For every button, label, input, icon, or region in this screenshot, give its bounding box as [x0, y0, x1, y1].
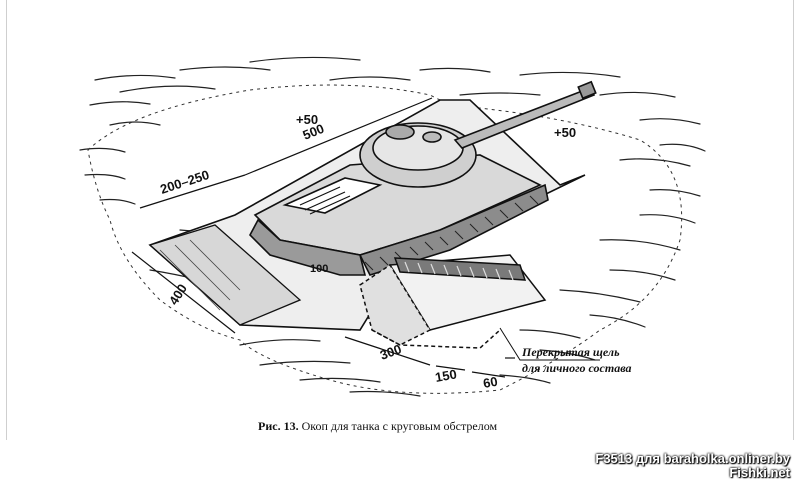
dim-plus-left: +50 [296, 112, 318, 127]
annotation-line2: для личного состава [522, 361, 631, 375]
annotation-line1: Перекрытая щель [521, 345, 620, 359]
watermark-line1: F3513 для baraholka.onliner.by [595, 451, 790, 466]
tank-cupola [385, 124, 415, 140]
watermark: F3513 для baraholka.onliner.by Fishki.ne… [595, 452, 790, 480]
tank-engine-deck [282, 177, 383, 214]
dim-slot-width: 60 [482, 374, 499, 391]
watermark-line2: Fishki.net [729, 465, 790, 480]
personnel-slot [359, 254, 547, 349]
caption-number: Рис. 13. [258, 419, 299, 433]
tank [249, 80, 597, 276]
dim-slot-length: 300 [378, 341, 404, 363]
tank-gun-barrel [453, 87, 596, 149]
dim-depth-side: 400 [166, 281, 190, 307]
dimension-lines [131, 97, 515, 378]
annotation-leader [499, 327, 600, 361]
dim-width-top: 200–250 [158, 167, 211, 197]
terrain-hatching [79, 56, 706, 397]
left-border [6, 0, 7, 440]
tank-track-left [249, 218, 367, 276]
dim-slot-depth: 150 [434, 366, 458, 385]
right-border [793, 0, 794, 440]
tank-track-right [358, 183, 549, 276]
dim-plus-right: +50 [554, 125, 576, 140]
figure-caption: Рис. 13. Окоп для танка с круговым обстр… [258, 419, 497, 434]
dim-mark-100: 100 [310, 263, 328, 275]
caption-text: Окоп для танка с круговым обстрелом [301, 419, 498, 433]
